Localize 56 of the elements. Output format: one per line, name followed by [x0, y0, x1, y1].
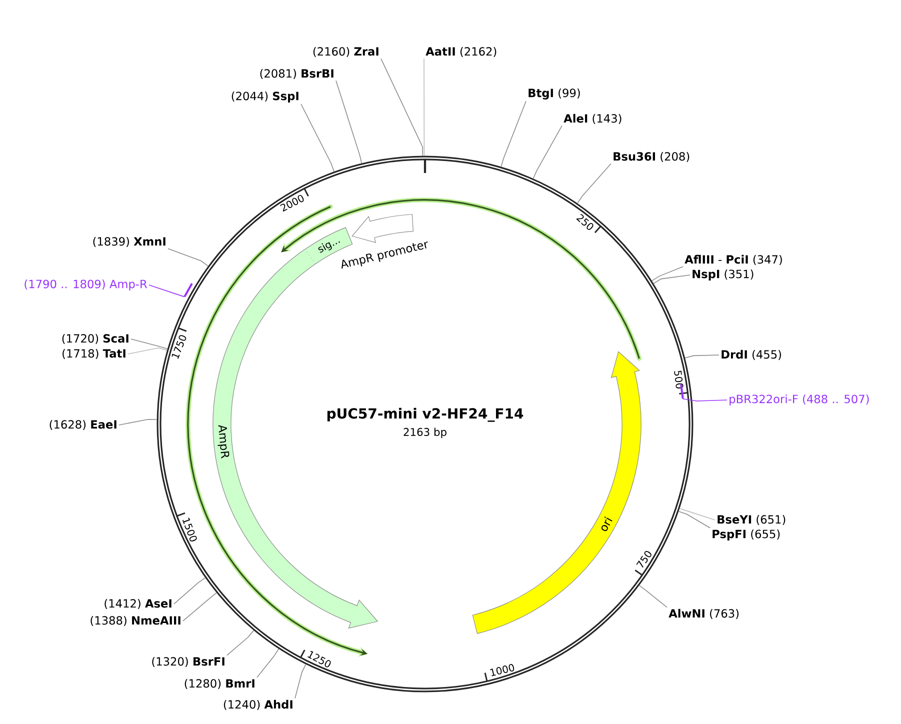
enzyme-label: AflIII - PciI (347) [684, 254, 782, 266]
enzyme-label: BtgI (99) [528, 88, 580, 100]
leader-line [336, 80, 362, 164]
leader-line [128, 348, 168, 354]
enzyme-label: BseYI (651) [718, 514, 786, 526]
enzyme-label: AlwNI (763) [668, 608, 739, 620]
leader-line [652, 266, 684, 282]
enzyme-label: (1240) AhdI [224, 700, 292, 710]
enzyme-label: NspI (351) [692, 270, 754, 280]
leader-line [380, 58, 424, 156]
leader-line [118, 418, 158, 426]
leader-line [638, 585, 668, 608]
leader-line [577, 163, 612, 204]
enzyme-label: (1412) AseI [104, 598, 172, 610]
enzyme-label: DrdI (455) [722, 350, 782, 360]
enzyme-label: (1718) TatI [62, 348, 126, 360]
scale-label: 1250 [308, 650, 331, 668]
leader-line [130, 338, 168, 350]
primer-label: pBR322ori-F (488 .. 507) [730, 394, 869, 406]
enzyme-label: AleI (143) [564, 114, 622, 124]
leader-line [682, 398, 728, 402]
scale-label: 1500 [182, 518, 197, 542]
leader-line [684, 354, 720, 358]
scale-label: 1000 [490, 664, 514, 676]
enzyme-label: PspFI (655) [712, 530, 780, 540]
leader-line [500, 100, 526, 168]
enzyme-label: (1280) BmrI [184, 678, 254, 690]
enzyme-label: Bsu36I (208) [614, 152, 690, 162]
leader-line [226, 630, 254, 656]
primer-mark [184, 283, 193, 298]
leader-line [294, 664, 306, 699]
leader-line [300, 104, 334, 172]
enzyme-label: (1628) EaeI [50, 420, 116, 430]
leader-line [174, 577, 206, 604]
leader-line [182, 592, 217, 622]
enzyme-label: (1320) BsrFI [152, 656, 224, 668]
scale-label: 2000 [280, 194, 304, 212]
leader-line [653, 274, 690, 284]
enzyme-label: (2044) SspI [232, 92, 298, 102]
primer-label: (1790 .. 1809) Amp-R [24, 280, 148, 290]
enzyme-label: (2081) BsrBI [260, 68, 334, 80]
leader-line [532, 125, 562, 179]
leader-line [168, 248, 209, 266]
scale-label: 1750 [172, 335, 186, 359]
leader-line [424, 58, 425, 156]
scale-label: 500 [674, 370, 684, 388]
leader-line [256, 648, 280, 678]
leader-line [148, 284, 185, 298]
leader-line [678, 511, 710, 528]
enzyme-label: (1720) ScaI [62, 334, 128, 344]
enzyme-label: AatII (2162) [426, 46, 496, 58]
enzyme-label: (2160) ZraI [313, 46, 378, 58]
scale-label: 250 [576, 214, 594, 230]
leader-line [679, 508, 716, 520]
enzyme-label: (1839) XmnI [93, 236, 166, 248]
enzyme-label: (1388) NmeAIII [90, 616, 180, 626]
